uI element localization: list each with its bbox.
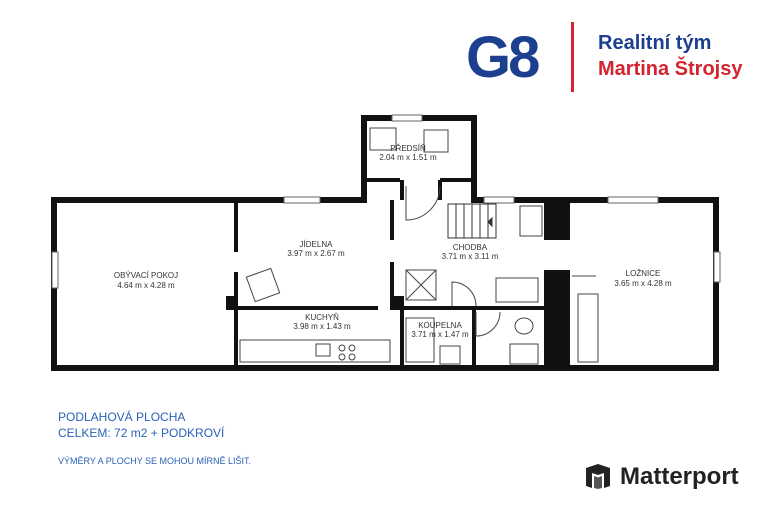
kitchen-counter bbox=[239, 339, 391, 363]
furniture bbox=[245, 127, 599, 365]
room-name-kuchyn: KUCHYŇ bbox=[305, 313, 339, 322]
bedroom-wall bbox=[226, 200, 570, 368]
logo-divider bbox=[571, 22, 574, 92]
matterport-logo: Matterport bbox=[584, 462, 739, 492]
team-name-line1: Realitní tým bbox=[598, 32, 712, 54]
room-name-loznice: LOŽNICE bbox=[626, 269, 661, 278]
room-labels: PŘEDSÍŇ 2.04 m x 1.51 m JÍDELNA 3.97 m x… bbox=[114, 144, 672, 339]
brand-logo: G8 Realitní tým Martina Štrojsy bbox=[466, 22, 766, 94]
room-size-chodba: 3.71 m x 3.11 m bbox=[442, 252, 499, 261]
doors bbox=[405, 185, 596, 337]
exterior-walls bbox=[51, 115, 719, 371]
room-size-loznice: 3.65 m x 4.28 m bbox=[614, 279, 672, 288]
room-name-koupelna: KOUPELNA bbox=[418, 321, 462, 330]
room-size-predsin: 2.04 m x 1.51 m bbox=[379, 153, 437, 162]
room-name-predsin: PŘEDSÍŇ bbox=[390, 144, 426, 153]
g8-logo: G8 bbox=[466, 25, 540, 90]
floor-area-total: CELKEM: 72 m2 + PODKROVÍ bbox=[58, 426, 225, 440]
room-name-jidelna: JÍDELNA bbox=[300, 240, 334, 249]
matterport-cube-icon bbox=[586, 464, 610, 489]
matterport-wordmark: Matterport bbox=[620, 463, 739, 490]
room-size-obyvaci-pokoj: 4.64 m x 4.28 m bbox=[117, 281, 175, 290]
windows bbox=[51, 114, 721, 289]
team-name-line2: Martina Štrojsy bbox=[598, 58, 743, 80]
room-size-koupelna: 3.71 m x 1.47 m bbox=[411, 330, 469, 339]
stairs bbox=[447, 203, 497, 239]
interior-walls bbox=[234, 178, 568, 368]
disclaimer-text: VÝMĚRY A PLOCHY SE MOHOU MÍRNĚ LIŠIT. bbox=[58, 456, 252, 466]
room-size-jidelna: 3.97 m x 2.67 m bbox=[287, 249, 345, 258]
room-size-kuchyn: 3.98 m x 1.43 m bbox=[293, 322, 351, 331]
floor-area-title: PODLAHOVÁ PLOCHA bbox=[58, 410, 186, 424]
room-name-obyvaci-pokoj: OBÝVACÍ POKOJ bbox=[114, 271, 178, 280]
room-name-chodba: CHODBA bbox=[453, 243, 488, 252]
